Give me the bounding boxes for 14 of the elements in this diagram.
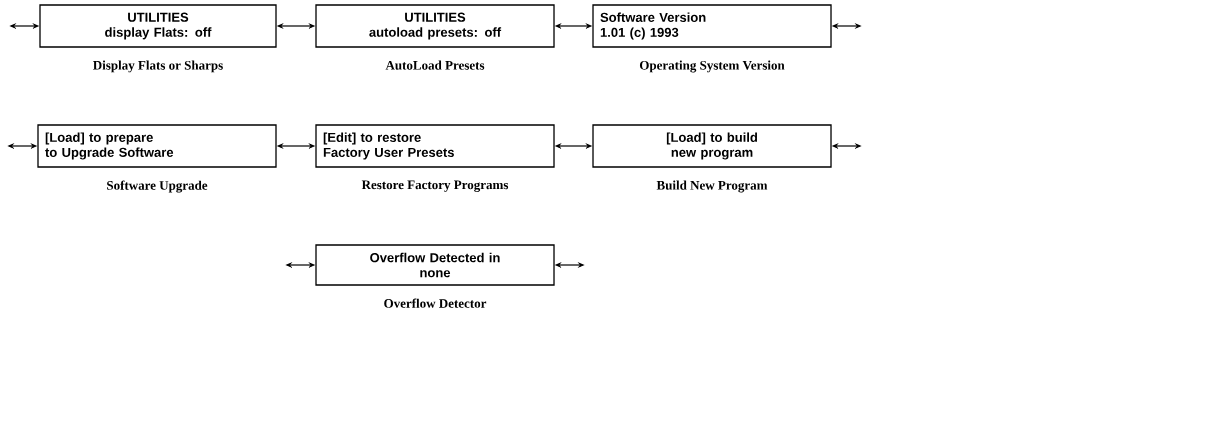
node-label: Operating System Version — [639, 60, 785, 73]
node-label: Overflow Detector — [384, 298, 487, 308]
node-label: Software Upgrade — [107, 180, 208, 193]
lcd-display-box: UTILITIES display Flats: off — [39, 4, 277, 48]
lcd-display-box: Overflow Detected in none — [315, 244, 555, 286]
node-label: Display Flats or Sharps — [93, 60, 223, 73]
lcd-display-box: [Edit] to restore Factory User Presets — [315, 124, 555, 168]
node-label: Build New Program — [656, 180, 768, 193]
lcd-display-box: [Load] to prepare to Upgrade Software — [37, 124, 277, 168]
lcd-display-box: [Load] to build new program — [592, 124, 832, 168]
lcd-display-box: Software Version 1.01 (c) 1993 — [592, 4, 832, 48]
lcd-display-box: UTILITIES autoload presets: off — [315, 4, 555, 48]
node-label: AutoLoad Presets — [385, 60, 485, 70]
node-label: Restore Factory Programs — [361, 180, 509, 192]
